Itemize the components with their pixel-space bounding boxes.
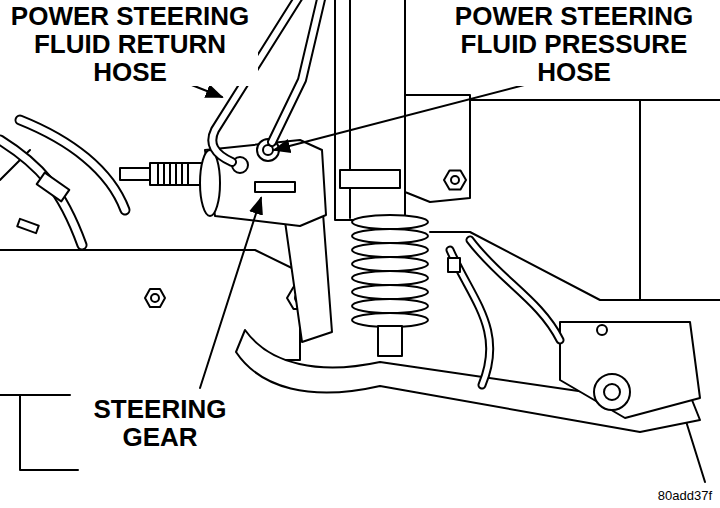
shock-absorber	[352, 229, 428, 243]
cooler-hoses	[20, 120, 125, 210]
background-frame	[640, 100, 720, 300]
steering-shaft	[120, 168, 150, 180]
lower-mount	[594, 374, 630, 410]
steering-shaft	[181, 163, 183, 185]
steering-shaft	[169, 163, 171, 185]
brake-hoses	[470, 240, 560, 340]
shock-absorber	[378, 326, 402, 356]
shock-absorber	[352, 243, 428, 257]
shock-absorber	[352, 215, 428, 229]
brake-hoses	[470, 240, 560, 340]
upper-bracket	[444, 171, 466, 190]
background-frame	[470, 99, 720, 101]
brake-hoses	[450, 240, 560, 385]
steering-shaft	[120, 163, 208, 185]
upper-bracket	[451, 176, 459, 184]
pressure-hose	[272, 0, 322, 142]
part-label: POWER STEERING FLUID RETURN HOSE	[2, 2, 258, 86]
part-label: STEERING GEAR	[85, 395, 235, 451]
cooler-hoses	[37, 173, 70, 202]
leader-lines	[200, 198, 261, 388]
part-label: STEERING GEAR	[85, 395, 235, 451]
cooler-hoses	[0, 140, 82, 245]
pressure-hose	[272, 0, 322, 142]
lower-mount	[560, 322, 700, 418]
cooler-hoses	[20, 120, 125, 210]
lower-mount	[597, 325, 607, 335]
part-label: POWER STEERING FLUID PRESSURE HOSE	[446, 2, 702, 86]
upper-bracket	[405, 95, 470, 272]
shock-absorber	[352, 299, 428, 313]
frame-bolt	[145, 289, 165, 307]
leader-lines	[274, 84, 528, 150]
steering-shaft	[175, 163, 177, 185]
lower-mount	[604, 384, 620, 400]
leader-lines	[174, 78, 528, 388]
steering-gear-body	[200, 150, 220, 216]
shock-absorber	[352, 271, 428, 285]
shock-absorber	[352, 285, 428, 299]
steering-shaft	[157, 163, 159, 185]
steering-shaft	[187, 163, 189, 185]
background-frame	[0, 394, 70, 396]
frame-bolt	[151, 294, 159, 302]
background-frame	[20, 395, 78, 470]
upper-bracket	[405, 95, 470, 202]
cooler-hoses	[0, 140, 82, 245]
lower-mount	[560, 322, 700, 418]
shock-absorber	[352, 257, 428, 271]
shock-absorber	[340, 170, 400, 188]
steering-shaft	[163, 163, 165, 185]
shock-absorber	[335, 0, 405, 220]
shock-absorber	[352, 313, 428, 327]
upper-bracket	[448, 258, 460, 272]
steering-gear-body	[255, 182, 295, 192]
figure-id: 80add37f	[620, 488, 712, 504]
cooler-hoses	[0, 120, 125, 245]
cooler-hoses	[17, 219, 39, 233]
pressure-hose	[272, 0, 322, 142]
part-label: POWER STEERING FLUID PRESSURE HOSE	[446, 2, 702, 86]
part-label: POWER STEERING FLUID RETURN HOSE	[2, 2, 258, 86]
figure-id: 80add37f	[620, 488, 712, 504]
